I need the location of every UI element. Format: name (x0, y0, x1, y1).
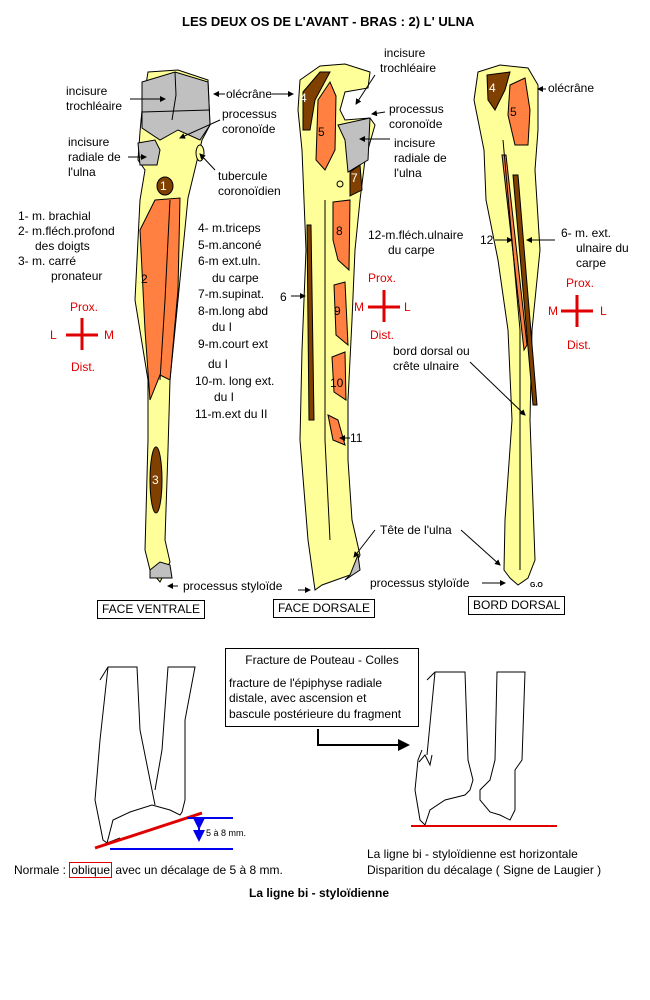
caption-face-ventrale: FACE VENTRALE (97, 600, 206, 619)
muscle-6-dorsal (306, 224, 315, 421)
fracture-box-line: distale, avec ascension et (229, 691, 367, 705)
orient-prox-bord: Prox. (566, 276, 595, 290)
muscle-number-2: 2 (141, 272, 148, 286)
pointer-lines (128, 74, 555, 593)
orient-dist-dorsal: Dist. (370, 328, 394, 342)
muscle-3-area (149, 446, 163, 514)
muscle-5-bord (507, 77, 531, 146)
label-processus-styloide-ventral: processus styloïde (183, 579, 283, 593)
oblique-styloid-line (94, 811, 203, 850)
orientation-cross-dorsal (368, 290, 400, 322)
orient-prox-ventral: Prox. (70, 300, 99, 314)
muscle-number-4-bord: 4 (489, 81, 496, 95)
label-tete-ulna: Tête de l'ulna (380, 523, 452, 537)
distal-head-ventral (149, 561, 173, 579)
muscle-number-10: 10 (330, 376, 344, 390)
oblique-highlight: oblique (69, 862, 113, 878)
fracture-box-line: bascule postérieure du fragment (229, 706, 402, 721)
muscle-number-11: 11 (350, 431, 363, 445)
normal-wrist-sketch (94, 666, 196, 844)
normal-caption: Normale : oblique avec un décalage de 5 … (14, 862, 283, 878)
muscle-1-area (156, 176, 174, 196)
fracture-box-line: fracture de l'épiphyse radiale (229, 675, 383, 690)
fracture-info-box: Fracture de Pouteau - Colles fracture de… (225, 648, 419, 727)
muscle-number-4: 4 (300, 91, 307, 105)
muscle-number-7: 7 (351, 171, 358, 185)
offset-label: 5 à 8 mm. (206, 828, 247, 838)
muscle-10-area (331, 351, 347, 401)
head-cartilage-dorsal (344, 553, 361, 581)
ulna-bord-dorsal (473, 64, 541, 586)
muscle-number-9: 9 (334, 304, 341, 318)
orient-m-ventral: M (104, 328, 114, 342)
muscle-6-bord (512, 174, 538, 406)
muscle-9-area (333, 281, 349, 347)
fracture-box-title: Fracture de Pouteau - Colles (245, 653, 399, 667)
fracture-caption: La ligne bi - styloïdienne est horizonta… (367, 847, 602, 877)
orient-m-bord: M (548, 304, 558, 318)
page-title: LES DEUX OS DE L'AVANT - BRAS : 2) L' UL… (182, 14, 475, 29)
muscle-4-area (302, 71, 331, 131)
legend-dorsal: 4- m.triceps 5-m.anconé 6-m ext.uln. du … (195, 221, 275, 421)
muscle-number-5: 5 (318, 125, 325, 139)
muscle-8-area (332, 199, 351, 272)
orient-l-dorsal: L (404, 300, 411, 314)
bone-shaft-bord (473, 64, 541, 586)
orient-dist-bord: Dist. (567, 338, 591, 352)
legend-ventral: 1- m. brachial 2- m.fléch.profond des do… (18, 209, 115, 283)
muscle-5-area (315, 80, 337, 171)
fracture-wrist-sketch (414, 671, 526, 826)
muscle-7-area (349, 164, 363, 197)
muscle-4-bord (486, 71, 511, 111)
orient-prox-dorsal: Prox. (368, 271, 397, 285)
ulna-face-ventrale (134, 69, 211, 583)
label-processus-styloide-bord: processus styloïde (370, 576, 470, 590)
caption-face-dorsale: FACE DORSALE (273, 599, 376, 618)
orient-l-bord: L (600, 304, 607, 318)
orient-m-dorsal: M (354, 300, 364, 314)
label-olecrane: olécrâne (226, 87, 273, 101)
radial-notch-cartilage (137, 139, 161, 166)
trochlear-notch-cartilage (141, 71, 211, 141)
fracture-connector-arrow (317, 729, 410, 751)
signature: G.O (530, 582, 543, 589)
orientation-cross-ventral (66, 318, 98, 350)
caption-bord-dorsal: BORD DORSAL (468, 596, 566, 615)
muscle-number-6: 6 (280, 290, 287, 304)
muscle-number-3: 3 (152, 473, 159, 487)
muscle-number-1: 1 (160, 179, 167, 193)
muscle-number-12: 12 (480, 233, 494, 247)
orient-dist-ventral: Dist. (71, 360, 95, 374)
ulna-face-dorsale (297, 63, 376, 591)
bistyloid-caption: La ligne bi - styloïdienne (249, 886, 390, 900)
label-olecrane-bord: olécrâne (548, 81, 595, 95)
muscle-number-5-bord: 5 (510, 105, 517, 119)
orientation-cross-bord (561, 295, 593, 327)
muscle-number-8: 8 (336, 224, 343, 238)
orient-l-ventral: L (50, 328, 57, 342)
